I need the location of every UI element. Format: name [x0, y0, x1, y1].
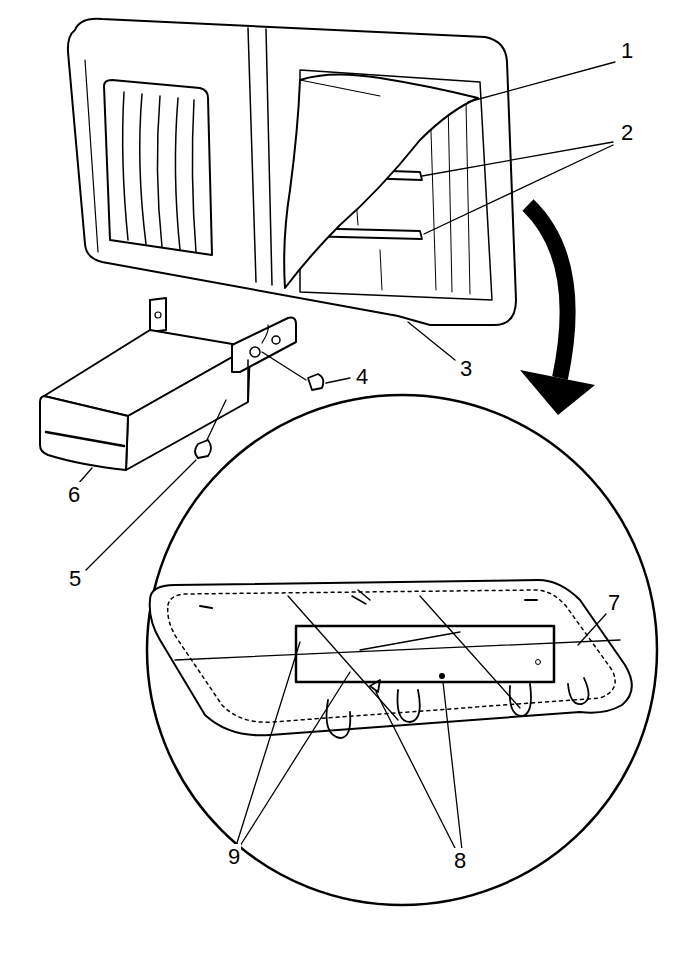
- label-anchor: 9: [227, 846, 241, 868]
- callout-number: 6: [67, 482, 81, 507]
- callout-number: 5: [68, 566, 82, 591]
- label-anchor: 7: [607, 592, 621, 614]
- direction-arrowhead: [520, 370, 595, 415]
- foam-lines: [430, 100, 470, 294]
- peeled-cover: [284, 74, 478, 288]
- direction-arrow: [528, 205, 568, 378]
- label-anchor: 5: [68, 568, 82, 590]
- callout-number: 3: [459, 356, 473, 381]
- bracket-slot: [46, 432, 124, 446]
- retainer-loops: [327, 678, 589, 738]
- leader-line: [376, 682, 462, 850]
- label-anchor: 2: [620, 122, 634, 144]
- cover-fold: [300, 80, 380, 96]
- detail-circle: [147, 395, 657, 905]
- bolt: [308, 374, 323, 390]
- leader-line: [236, 642, 350, 846]
- label-anchor: 6: [67, 484, 81, 506]
- bracket-front: [40, 396, 128, 470]
- rear-bracket: [150, 298, 166, 332]
- pleats: [123, 92, 196, 252]
- callout-number: 8: [453, 848, 467, 873]
- seat-back-edge: [85, 60, 98, 252]
- callout-number: 2: [620, 120, 634, 145]
- bolt-axis: [262, 352, 306, 380]
- side-bracket: [232, 318, 296, 372]
- leader-line: [326, 378, 350, 383]
- seat-cushion: [150, 580, 632, 735]
- bolt: [195, 440, 211, 458]
- leader-line: [468, 62, 615, 102]
- callout-number: 1: [620, 38, 634, 63]
- cover-stitching: [168, 590, 615, 722]
- label-anchor: 4: [355, 366, 369, 388]
- bolt-axis: [206, 400, 226, 442]
- callout-number: 4: [355, 364, 369, 389]
- leader-line: [408, 322, 455, 360]
- pleat-panel: [104, 80, 212, 255]
- label-anchor: 8: [453, 850, 467, 872]
- callout-number: 9: [227, 844, 241, 869]
- leader-line: [422, 142, 613, 234]
- callout-number: 7: [607, 590, 621, 615]
- leader-line: [578, 614, 606, 645]
- seat-seam: [248, 28, 272, 285]
- label-anchor: 1: [620, 40, 634, 62]
- seat-frame: [296, 626, 554, 682]
- label-anchor: 3: [459, 358, 473, 380]
